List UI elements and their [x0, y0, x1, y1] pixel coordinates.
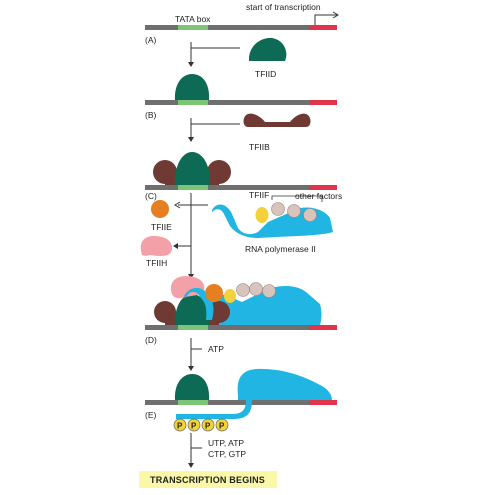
phosphate-group-1: P — [173, 418, 187, 432]
start-arrow-line — [314, 14, 337, 25]
tfiie-label: TFIIE — [151, 222, 172, 232]
stage-label-b: (B) — [145, 110, 157, 120]
tfiih-label: TFIIH — [146, 258, 167, 268]
phosphate-group-4: P — [215, 418, 229, 432]
arrow-e-to-begin: UTP, ATP CTP, GTP — [188, 433, 246, 468]
rna-polymerase-ii — [237, 368, 332, 400]
other-factor — [236, 283, 250, 297]
other-factor — [262, 284, 276, 298]
tata-box — [178, 25, 208, 30]
banner-background — [139, 471, 277, 488]
tfiie-protein — [151, 200, 169, 218]
svg-text:P: P — [205, 422, 211, 431]
stage-c: (C) TFIIF other factors RNA polymerase I… — [140, 152, 342, 268]
stage-label-d: (D) — [145, 335, 157, 345]
rna-polymerase-ii — [212, 204, 333, 238]
other-factor — [249, 282, 263, 296]
stage-label-c: (C) — [145, 191, 157, 201]
tata-box — [178, 100, 208, 105]
tfiih-bound — [170, 276, 205, 299]
stage-b: (B) TFIIB — [145, 74, 337, 152]
svg-text:P: P — [191, 422, 197, 431]
stage-e: P P P P (E) — [145, 368, 337, 432]
dna-strand — [145, 185, 337, 190]
tfiib-protein — [243, 113, 311, 127]
tfiib-label: TFIIB — [249, 142, 270, 152]
rna-polymerase-ii — [204, 286, 322, 325]
start-site-region — [309, 185, 337, 190]
tfiid-bound — [174, 294, 210, 325]
other-factor — [287, 204, 301, 218]
start-site-region — [309, 25, 337, 30]
tfiif-bound — [224, 289, 236, 303]
start-site-region — [309, 100, 337, 105]
stage-label-e: (E) — [145, 410, 157, 420]
arrow-a-to-b — [188, 42, 240, 67]
other-factor — [303, 208, 317, 222]
start-of-transcription-label: start of transcription — [246, 2, 321, 12]
rna-pol-label: RNA polymerase II — [245, 244, 316, 254]
dna-strand — [145, 400, 337, 405]
arrow-c-to-d — [173, 193, 208, 279]
tfiid-protein — [248, 37, 287, 61]
tata-box — [178, 185, 208, 190]
tfiie-bound — [205, 284, 223, 302]
dna-strand — [145, 325, 337, 330]
ntp-label-line2: CTP, GTP — [208, 449, 246, 459]
transcription-begins-banner: TRANSCRIPTION BEGINS — [139, 471, 277, 488]
tfiif-protein — [255, 207, 269, 223]
tfiid-bound — [174, 152, 211, 185]
phosphate-group-3: P — [201, 418, 215, 432]
tata-box — [178, 325, 208, 330]
dna-strand — [145, 25, 337, 30]
stage-label-a: (A) — [145, 35, 157, 45]
phosphate-group-2: P — [187, 418, 201, 432]
arrow-d-to-e: ATP — [188, 338, 224, 371]
tfiif-label: TFIIF — [249, 190, 269, 200]
start-site-region — [309, 400, 337, 405]
start-arrowhead-icon — [332, 11, 339, 19]
svg-text:P: P — [219, 422, 225, 431]
tfiid-bound — [174, 374, 210, 400]
other-factor — [271, 202, 285, 216]
transcription-begins-label: TRANSCRIPTION BEGINS — [150, 475, 265, 485]
start-site-region — [309, 325, 337, 330]
tfiid-bound — [174, 74, 210, 100]
tfiid-label: TFIID — [255, 69, 276, 79]
other-factors-bracket — [271, 195, 323, 202]
pol-ii-ctd-tail — [176, 400, 252, 419]
atp-label: ATP — [208, 344, 224, 354]
tata-box — [178, 400, 208, 405]
stage-d: (D) — [145, 276, 337, 345]
stage-a: TATA box start of transcription (A) TFII… — [145, 2, 339, 79]
svg-text:P: P — [177, 422, 183, 431]
tata-box-label: TATA box — [175, 14, 211, 24]
tfiih-protein — [140, 236, 172, 256]
arrow-b-to-c — [188, 118, 240, 142]
dna-strand — [145, 100, 337, 105]
ntp-label-line1: UTP, ATP — [208, 438, 244, 448]
